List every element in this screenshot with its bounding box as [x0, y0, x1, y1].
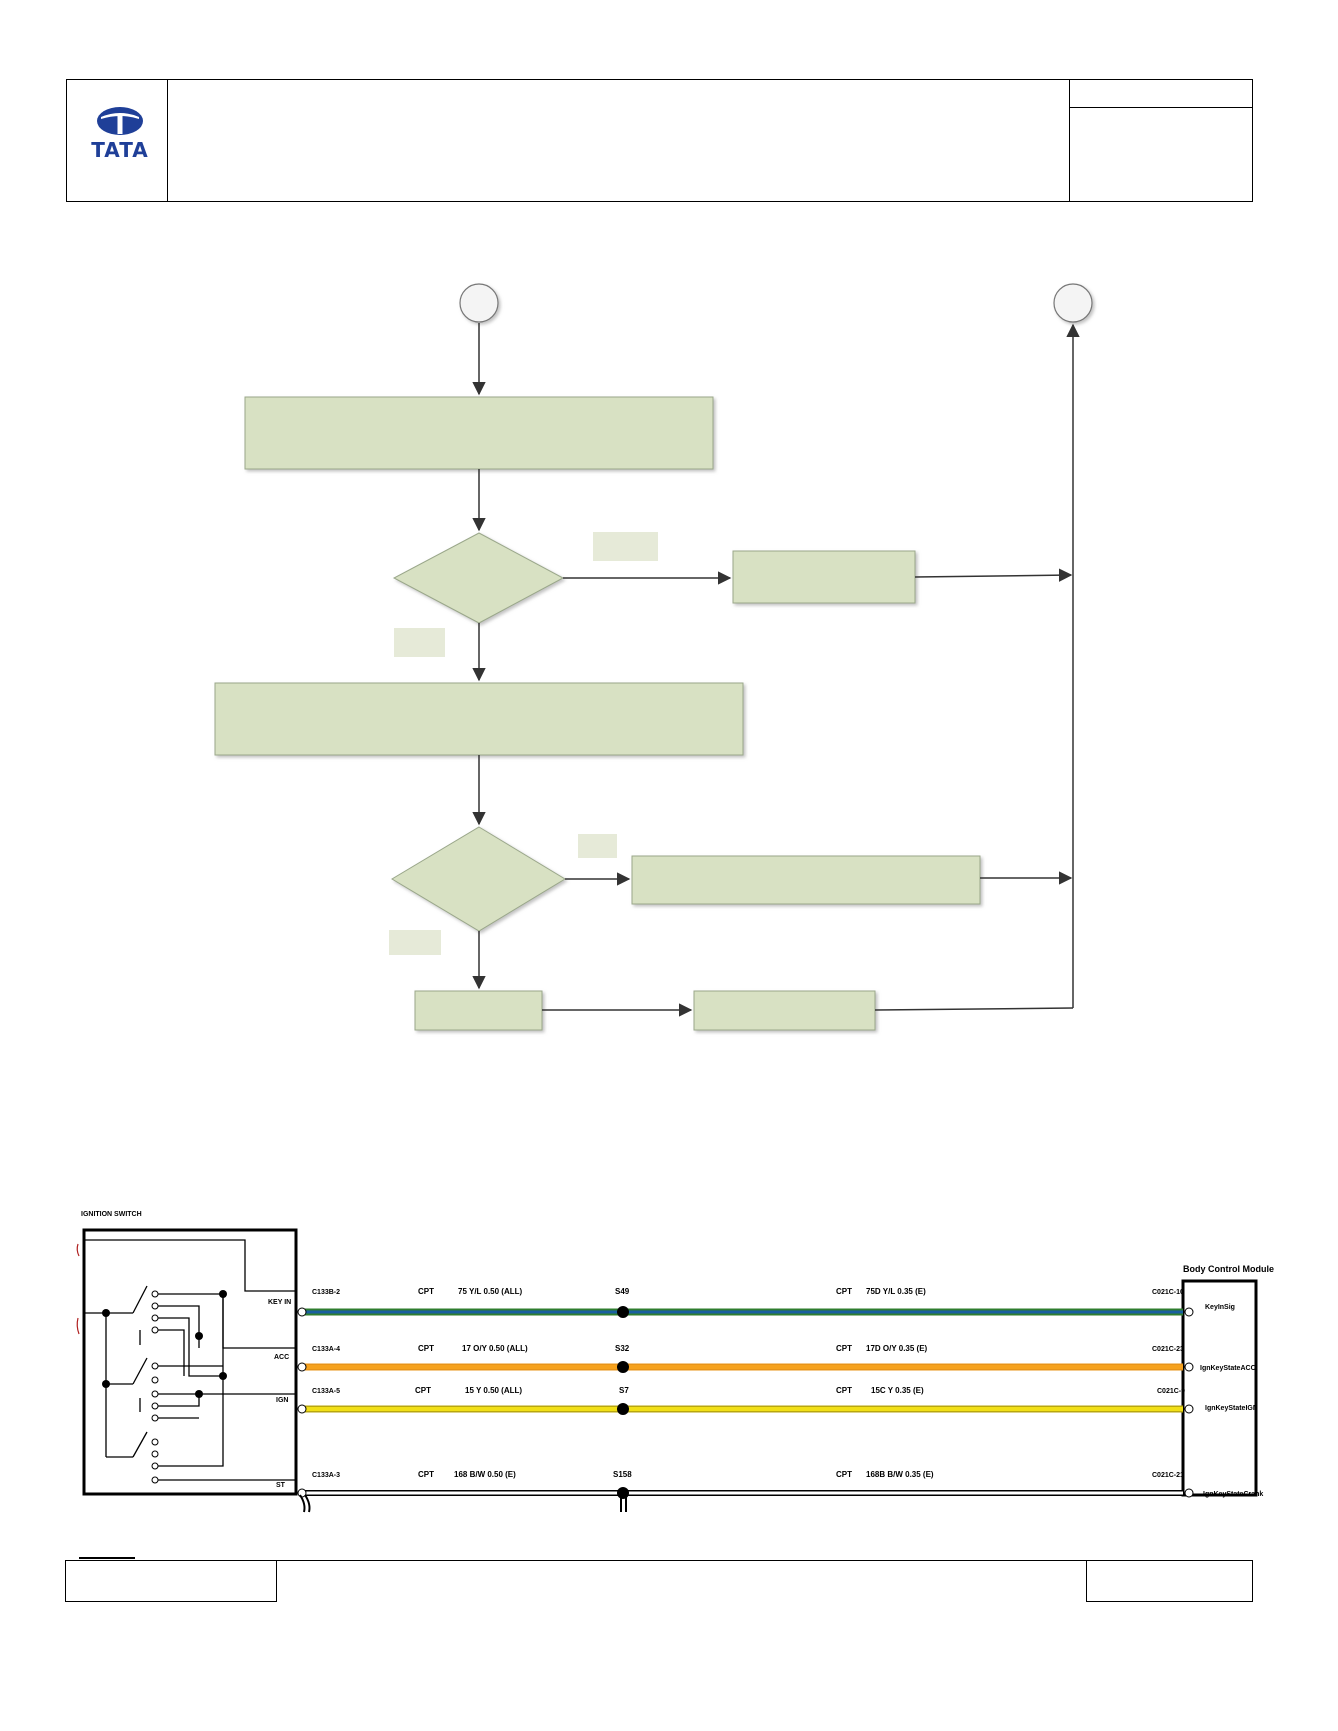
wire-ign-terminal: IGN [276, 1397, 288, 1404]
wire-ign-connector-right: C021C-9 [1157, 1388, 1185, 1395]
wire-st-label-right-b: 168B B/W 0.35 (E) [866, 1470, 934, 1479]
wire-acc-label-left-a: CPT [418, 1344, 434, 1353]
wire-key-in-pin: KeyInSig [1205, 1304, 1235, 1311]
wire-ign-splice: S7 [619, 1386, 629, 1395]
red-mark-top [76, 1243, 80, 1257]
process-box-4 [693, 990, 876, 1031]
process-box-side-2 [631, 855, 981, 905]
decision-1 [392, 532, 565, 624]
flow-line-side1-to-return [914, 568, 1073, 582]
wire-acc [297, 1361, 1194, 1373]
red-mark-mid [76, 1317, 80, 1335]
wire-ign [297, 1403, 1194, 1415]
wire-ign-label-left-b: 15 Y 0.50 (ALL) [465, 1386, 522, 1395]
wire-ign-connector-left: C133A-5 [312, 1388, 340, 1395]
header-right-top-rule [1069, 107, 1253, 108]
wire-st-terminal: ST [276, 1482, 286, 1489]
wire-st-connector-right: C021C-21 [1152, 1472, 1184, 1479]
wire-acc-connector-right: C021C-23 [1152, 1346, 1184, 1353]
process-box-1 [244, 396, 714, 470]
tata-logo-icon [97, 107, 143, 135]
wire-st-label-left-b: 168 B/W 0.50 (E) [454, 1470, 516, 1479]
ignition-switch-box [82, 1228, 298, 1496]
wire-key-in-connector-right: C021C-10 [1152, 1289, 1184, 1296]
branch-label-2-down [389, 930, 441, 955]
wire-acc-connector-left: C133A-4 [312, 1346, 340, 1353]
footer-mark [79, 1557, 135, 1559]
header-logo-divider [167, 79, 168, 202]
bcm-box [1181, 1279, 1258, 1497]
ignition-switch-schematic [84, 1239, 296, 1481]
wiring-diagram: IGNITION SWITCH Body Control Module [76, 1211, 1274, 1513]
ignition-switch-title: IGNITION SWITCH [81, 1211, 142, 1218]
brand-name: TATA [91, 138, 149, 162]
wire-key-in [297, 1306, 1194, 1318]
switch-junctions [102, 1290, 227, 1398]
wire-acc-label-left-b: 17 O/Y 0.50 (ALL) [462, 1344, 528, 1353]
wire-ign-pin: IgnKeyStateIGN [1205, 1405, 1258, 1412]
header-right-divider [1069, 79, 1070, 202]
branch-label-1-side [593, 532, 658, 561]
process-box-3 [414, 990, 543, 1031]
decision-2 [391, 826, 566, 932]
start-connector [459, 283, 499, 323]
wire-key-in-connector-left: C133B-2 [312, 1289, 340, 1296]
bcm-title: Body Control Module [1183, 1264, 1274, 1274]
process-box-2 [214, 682, 744, 756]
wire-st-connector-left: C133A-3 [312, 1472, 340, 1479]
flowchart [214, 283, 1093, 1031]
wire-st-label-left-a: CPT [418, 1470, 434, 1479]
branch-label-1-down [394, 628, 445, 657]
flow-line-box4-to-return [874, 1007, 1074, 1011]
wire-ign-label-left-a: CPT [415, 1386, 431, 1395]
end-connector [1053, 283, 1093, 323]
wire-acc-terminal: ACC [274, 1354, 289, 1361]
wire-key-in-terminal: KEY IN [268, 1299, 291, 1306]
wire-ign-label-right-a: CPT [836, 1386, 852, 1395]
tata-logo: TATA [82, 106, 158, 172]
wire-key-in-label-left-b: 75 Y/L 0.50 (ALL) [458, 1287, 523, 1296]
footer-left-box [65, 1560, 277, 1602]
footer-right-box [1086, 1560, 1253, 1602]
switch-contacts [151, 1290, 159, 1484]
wire-ign-label-right-b: 15C Y 0.35 (E) [871, 1386, 924, 1395]
wire-key-in-label-right-a: CPT [836, 1287, 852, 1296]
wire-key-in-label-right-b: 75D Y/L 0.35 (E) [866, 1287, 926, 1296]
wire-acc-label-right-a: CPT [836, 1344, 852, 1353]
process-box-side-1 [732, 550, 916, 604]
wire-st-label-right-a: CPT [836, 1470, 852, 1479]
wire-acc-splice: S32 [615, 1344, 630, 1353]
wire-acc-pin: IgnKeyStateACC [1200, 1365, 1256, 1372]
footer-rule [277, 1560, 1087, 1561]
branch-label-2-side [578, 834, 617, 858]
wire-key-in-splice: S49 [615, 1287, 630, 1296]
wire-acc-label-right-b: 17D O/Y 0.35 (E) [866, 1344, 928, 1353]
wire-st-splice: S158 [613, 1470, 632, 1479]
wire-st-pin: IgnKeyStateCrank [1203, 1491, 1263, 1498]
wire-key-in-label-left-a: CPT [418, 1287, 434, 1296]
header-frame [66, 79, 1253, 202]
wire-st [297, 1487, 1194, 1513]
